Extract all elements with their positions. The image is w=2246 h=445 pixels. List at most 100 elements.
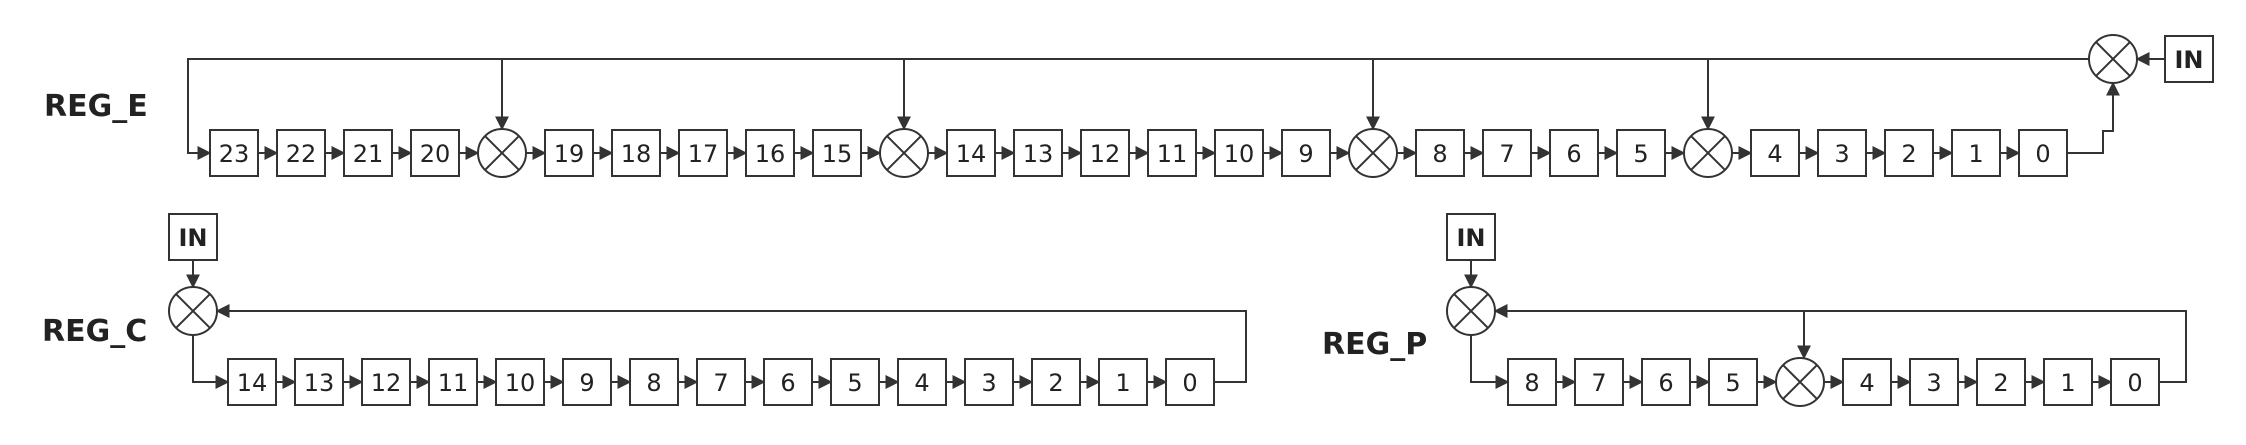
reg-e-xor-10-stroke-b [886,135,922,171]
reg-c-cell-6-text: 6 [780,369,795,397]
reg-e-cell-16 [745,129,795,177]
reg-p-cell-0 [2110,358,2160,406]
reg-p-cell-5-text: 5 [1725,369,1740,397]
reg-e-cell-6-text: 6 [1566,140,1581,168]
reg-p-cell-2-text: 2 [1993,369,2008,397]
reg-p-xor-out [1470,335,1510,389]
reg-e-cell-22-text: 22 [286,140,317,168]
reg-c-cell-5-text: 5 [847,369,862,397]
reg-c-cell-12-text: 12 [371,369,402,397]
reg-e-cell-14-text: 14 [956,140,987,168]
reg-c-cell-1-text: 1 [1115,369,1130,397]
reg-e-cell-0 [2018,129,2068,177]
reg-p-cell-8 [1507,358,1557,406]
reg-e-cell-14 [946,129,996,177]
reg-e-cell-6 [1549,129,1599,177]
reg-p-input: IN [1446,213,1496,261]
reg-e-input: IN [2164,35,2214,83]
reg-e-cell-5-text: 5 [1633,140,1648,168]
reg-e-cell-8 [1415,129,1465,177]
reg-e-cell-4-text: 4 [1767,140,1782,168]
reg-p-cell-3 [1909,358,1959,406]
reg-p-cell-6-text: 6 [1658,369,1673,397]
reg-p-input-label: IN [1456,224,1485,252]
reg-e-cell-3-text: 3 [1834,140,1849,168]
reg-p-cell-1-text: 1 [2060,369,2075,397]
reg-c-feedback [215,304,1247,383]
reg-e-cell-2-text: 2 [1901,140,1916,168]
reg-e-cell-18 [611,129,661,177]
reg-p-cell-8-text: 8 [1524,369,1539,397]
reg-e-cell-21-text: 21 [353,140,384,168]
reg-p-label: REG_P [1322,327,1427,362]
reg-e-cell-0-text: 0 [2035,140,2050,168]
reg-p-cell-3-text: 3 [1926,369,1941,397]
reg-c-cell-11-text: 11 [438,369,469,397]
reg-e-cell-20 [410,129,460,177]
reg-c-cell-4 [897,358,947,406]
reg-e-cell-10-text: 10 [1224,140,1255,168]
reg-p-cell-2 [1976,358,2026,406]
reg-e-cell-5 [1616,129,1666,177]
reg-c-cell-1 [1098,358,1148,406]
reg-e-cell-18-text: 18 [621,140,652,168]
reg-p-feedback [1493,304,2187,383]
reg-c-input: IN [168,213,218,261]
reg-e-cell-17-text: 17 [688,140,719,168]
reg-p-xor-4-stroke-b [1782,364,1818,400]
reg-e-xor-17-stroke-b [1355,135,1391,171]
reg-c-cell-0 [1165,358,1215,406]
reg-c-cell-7-text: 7 [713,369,728,397]
reg-e-xor-22-stroke-b [1690,135,1726,171]
reg-c-cell-0-text: 0 [1182,369,1197,397]
reg-c-cell-10-text: 10 [505,369,536,397]
reg-e-cell-23 [209,129,259,177]
reg-c-cell-14-text: 14 [237,369,268,397]
reg-e-feedback-bus [187,58,2089,160]
reg-c-cell-2-text: 2 [1048,369,1063,397]
reg-e-label: REG_E [44,89,148,124]
reg-p-cell-4 [1842,358,1892,406]
reg-e-input-label: IN [2174,46,2203,74]
reg-c-label: REG_C [42,314,147,349]
reg-e-cell-11-text: 11 [1157,140,1188,168]
reg-e-cell-20-text: 20 [420,140,451,168]
reg-e-cell-15-text: 15 [822,140,853,168]
reg-e-cell-19-text: 19 [554,140,585,168]
reg-e-cell-12-text: 12 [1090,140,1121,168]
reg-p-input-xor-stroke-b [1453,293,1489,329]
reg-e-cell-9-text: 9 [1298,140,1313,168]
reg-e-cell-13-text: 13 [1023,140,1054,168]
reg-c-cell-9-text: 9 [579,369,594,397]
reg-c-cell-5 [830,358,880,406]
reg-e-cell-23-text: 23 [219,140,250,168]
reg-p-cell-5 [1708,358,1758,406]
reg-e-output-feedback [2067,81,2120,154]
reg-c-cell-13-text: 13 [304,369,335,397]
reg-p-cell-4-text: 4 [1859,369,1874,397]
reg-e-cell-4 [1750,129,1800,177]
reg-e-cell-12 [1080,129,1130,177]
reg-c-cell-8 [629,358,679,406]
reg-c-cell-8-text: 8 [646,369,661,397]
reg-e-cell-9 [1281,129,1331,177]
reg-c-cell-6 [763,358,813,406]
reg-e-cell-8-text: 8 [1432,140,1447,168]
reg-e-cell-17 [678,129,728,177]
reg-e-xor-4-stroke-b [484,135,520,171]
reg-e-cell-16-text: 16 [755,140,786,168]
reg-e-cell-3 [1817,129,1867,177]
reg-e-feedback-xor-stroke-b [2095,41,2131,77]
reg-c-cell-4-text: 4 [914,369,929,397]
reg-c-input-label: IN [178,224,207,252]
reg-e-cell-7-text: 7 [1499,140,1514,168]
reg-p-cell-7-text: 7 [1591,369,1606,397]
reg-p-cell-0-text: 0 [2127,369,2142,397]
reg-c-xor-out [192,335,230,389]
reg-c-cell-3-text: 3 [981,369,996,397]
reg-c-input-xor-stroke-b [175,293,211,329]
reg-e-cell-1-text: 1 [1968,140,1983,168]
